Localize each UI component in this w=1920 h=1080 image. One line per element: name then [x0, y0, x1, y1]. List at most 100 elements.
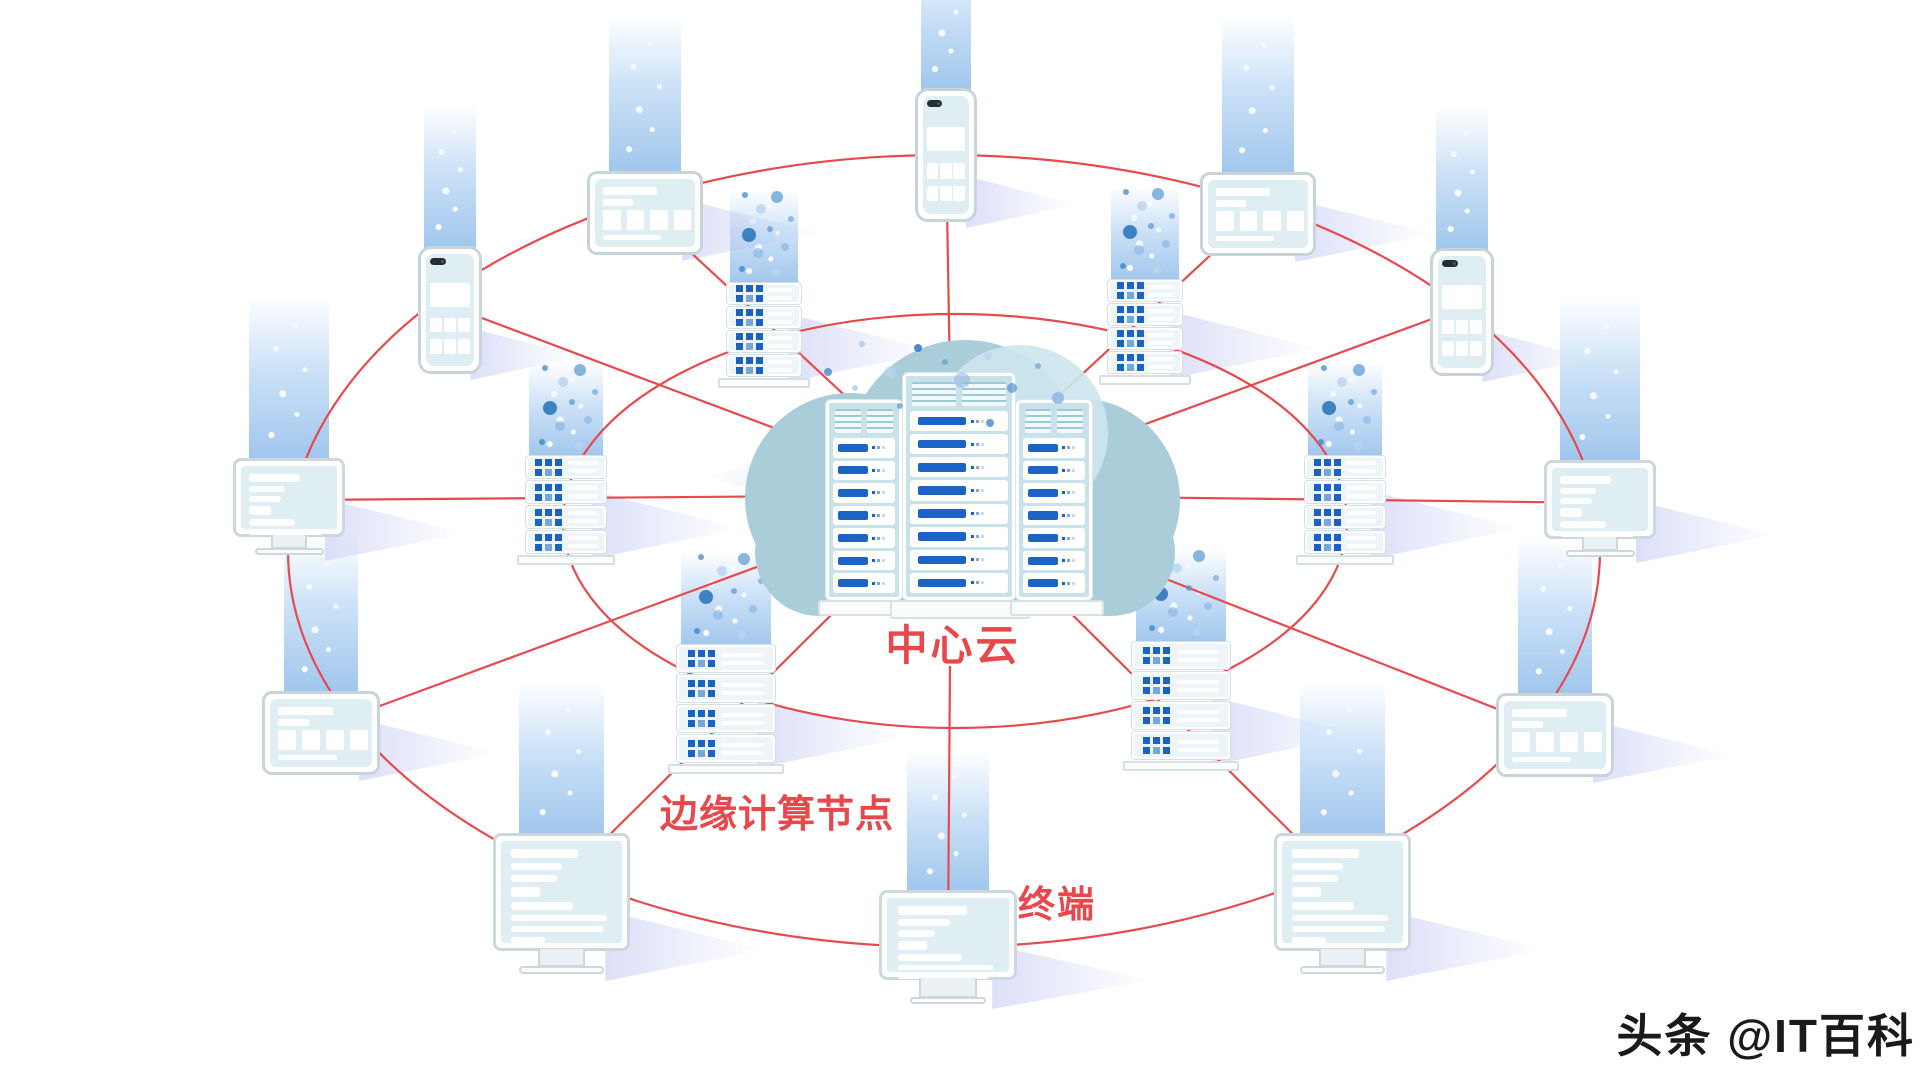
app-tile [926, 185, 939, 201]
app-tile [1216, 235, 1274, 241]
rack-base [1010, 600, 1104, 616]
text-line [1292, 863, 1344, 870]
data-bubble [1168, 213, 1175, 219]
text-line [1560, 521, 1606, 528]
unit-slots [768, 311, 793, 324]
data-bubble [1122, 189, 1129, 195]
server-unit [1304, 455, 1386, 479]
server-slot [833, 438, 895, 458]
text-line [511, 875, 557, 882]
text-line [511, 863, 563, 870]
server-unit [525, 505, 607, 529]
unit-slots [568, 486, 597, 498]
tablet-screen [595, 179, 695, 247]
data-bubble [539, 439, 545, 445]
data-bubble [1119, 263, 1126, 269]
rack-vents [912, 382, 1006, 406]
unit-slots [1177, 739, 1220, 752]
data-bubble [1185, 585, 1192, 591]
signal-beam [920, 0, 972, 96]
data-bubble [1321, 365, 1328, 371]
camera-pill [430, 257, 446, 265]
chip-grid [1142, 737, 1170, 754]
server-unit [1107, 303, 1183, 326]
edge-node-server [726, 282, 802, 377]
app-tile [673, 209, 691, 230]
monitor-frame [493, 833, 630, 951]
data-bubble [954, 372, 970, 388]
data-bubble [741, 192, 748, 198]
data-bubble [1123, 225, 1138, 239]
chip-grid [735, 333, 763, 350]
app-tile [603, 199, 633, 206]
phone-screen [1438, 256, 1486, 368]
unit-slots [1177, 649, 1220, 662]
tower-base [1099, 375, 1191, 385]
app-tile [1455, 341, 1468, 356]
text-line [511, 902, 574, 910]
signal-beam [423, 104, 477, 254]
app-tile [1239, 210, 1257, 231]
unit-slots [1149, 284, 1174, 297]
data-bubble [699, 590, 714, 604]
data-bubble [824, 368, 832, 376]
terminal-phone [1430, 248, 1494, 376]
data-bubble [1213, 575, 1220, 581]
text-line [1560, 476, 1612, 484]
text-line [511, 926, 605, 932]
monitor-base [254, 548, 324, 555]
data-bubble [1022, 413, 1028, 419]
signal-beam [1435, 106, 1489, 256]
server-unit [1107, 351, 1183, 374]
app-tile [1512, 721, 1543, 728]
data-bubble [787, 216, 794, 222]
text-line [897, 954, 963, 961]
tablet-screen [1504, 701, 1606, 769]
text-line [249, 530, 323, 535]
label-center-cloud: 中心云 [885, 622, 1021, 669]
edge-node-server [676, 644, 776, 763]
server-unit [726, 330, 802, 353]
monitor-stand [538, 949, 585, 967]
server-rack-left [825, 399, 903, 601]
data-bubble [766, 226, 773, 232]
app-tile [457, 339, 470, 354]
tablet-screen [1208, 180, 1308, 248]
server-slot [833, 528, 895, 548]
monitor-content [1282, 841, 1403, 944]
text-line [1560, 532, 1634, 537]
data-bubble [1172, 563, 1183, 573]
app-tile [278, 729, 296, 750]
unit-slots [722, 712, 765, 725]
text-line [511, 849, 578, 858]
central-cloud [740, 328, 1190, 620]
text-line [1560, 541, 1587, 547]
edge-node-server [1107, 279, 1183, 374]
server-slot [910, 549, 1008, 570]
unit-slots [568, 461, 597, 473]
text-line [1292, 849, 1359, 858]
monitor-stand [919, 978, 977, 998]
data-bubble [591, 389, 598, 395]
server-unit [1304, 530, 1386, 554]
server-unit [726, 282, 802, 305]
signal-beam [1222, 15, 1294, 180]
app-tile [940, 163, 952, 179]
data-bubble [1052, 392, 1064, 404]
tablet-screen [270, 699, 372, 767]
data-bubble [984, 352, 992, 360]
data-bubble [753, 248, 764, 258]
server-unit [726, 306, 802, 329]
data-bubble [738, 266, 745, 272]
chip-grid [1142, 647, 1170, 664]
data-bubble [557, 377, 568, 387]
unit-slots [768, 287, 793, 300]
chip-grid [535, 508, 563, 526]
chip-grid [1116, 282, 1144, 299]
text-line [897, 941, 927, 950]
app-tile [278, 754, 338, 760]
app-tile [1512, 756, 1572, 762]
data-bubble [569, 399, 576, 405]
spoke-link [946, 665, 952, 935]
text-line [249, 496, 281, 502]
